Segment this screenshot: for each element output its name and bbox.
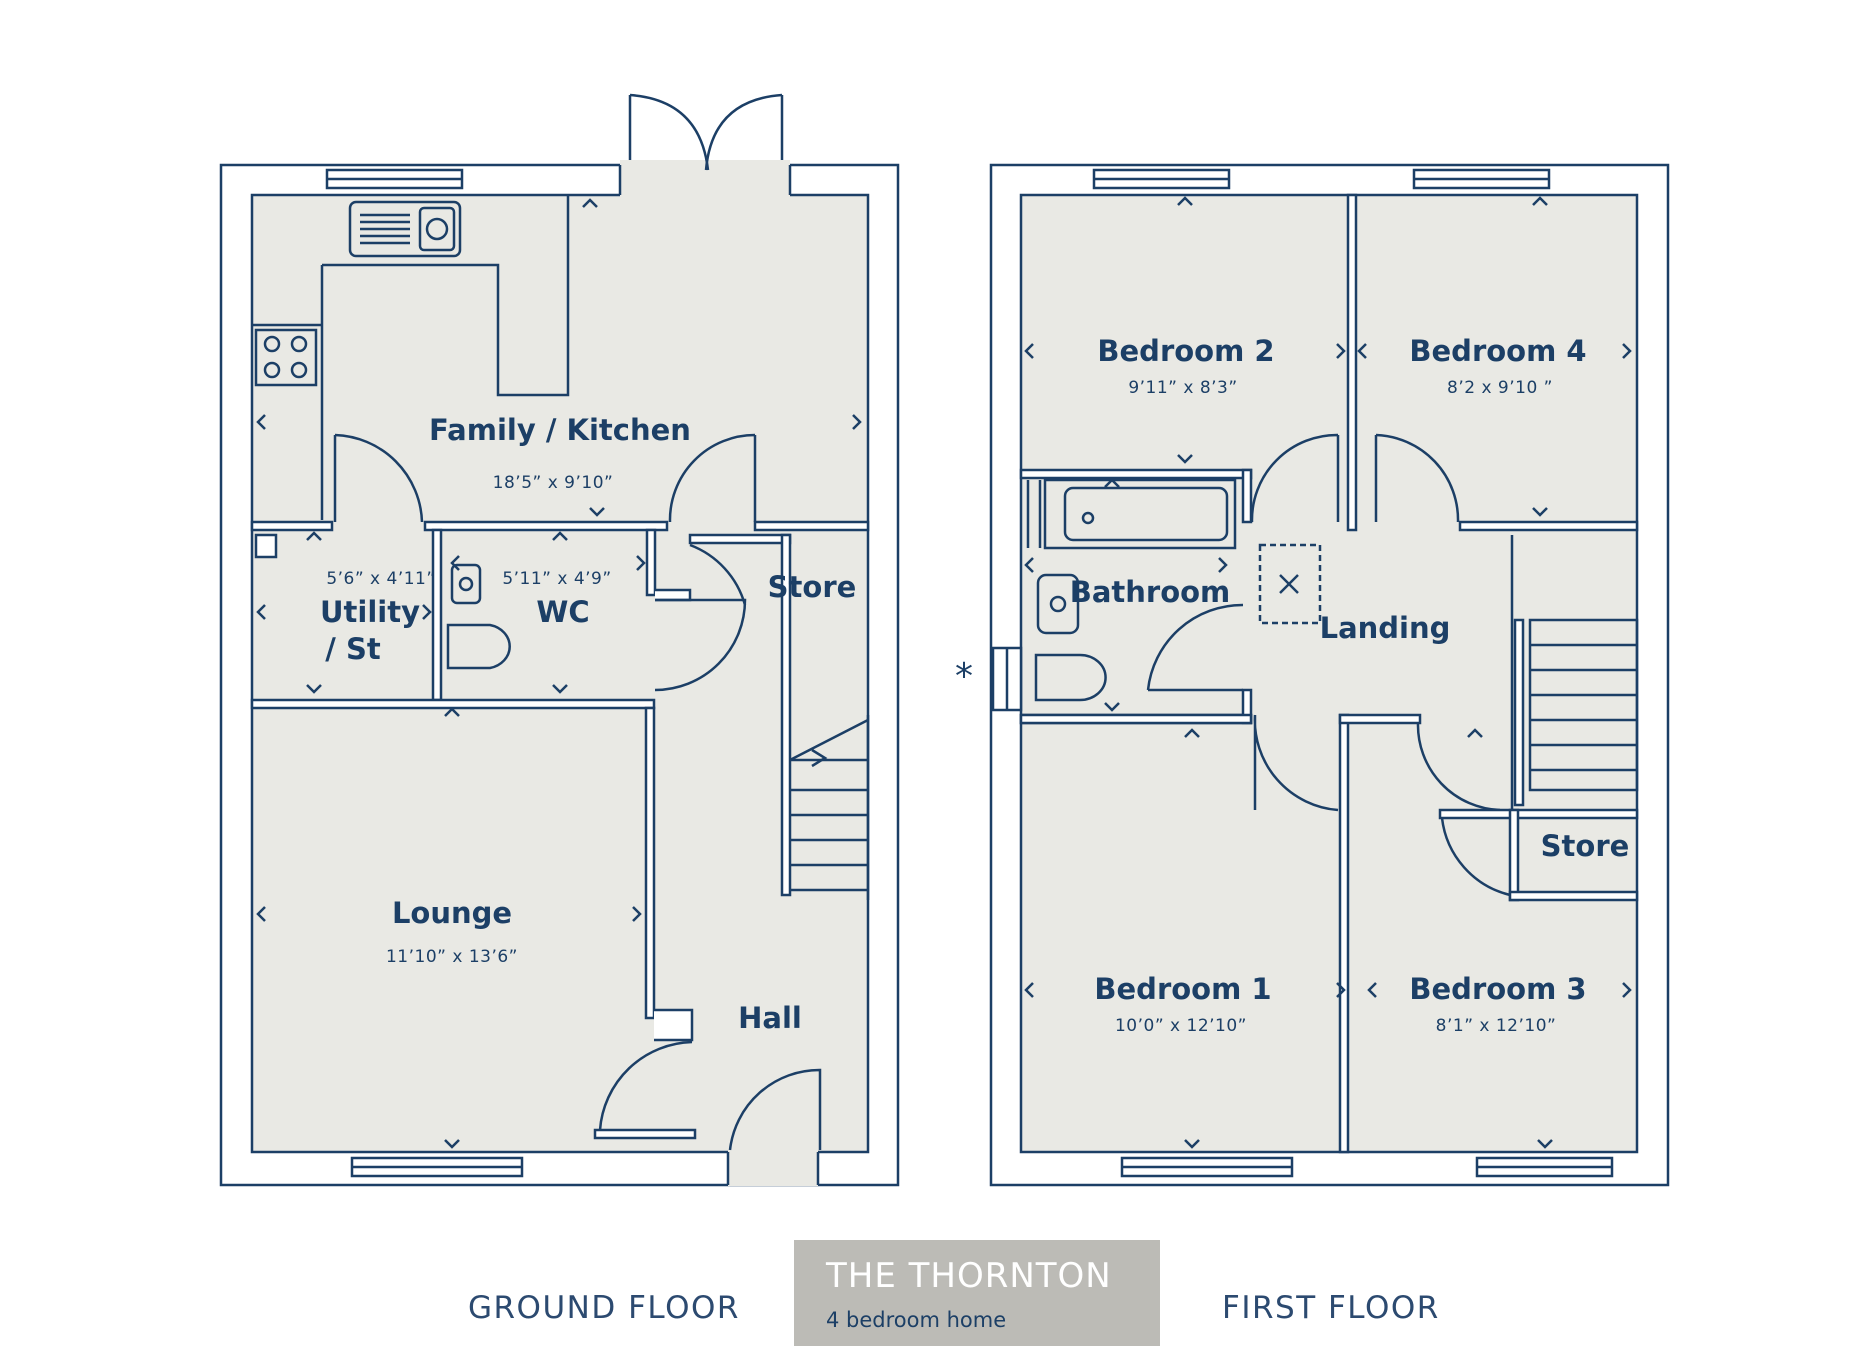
wc-size: 5’11” x 4’9” <box>502 569 611 589</box>
bedroom1-label: Bedroom 1 <box>1094 972 1271 1006</box>
first-floor-label: FIRST FLOOR <box>1222 1290 1440 1326</box>
wc-label: WC <box>536 595 589 629</box>
asterisk-note-marker: * <box>955 656 973 697</box>
bathroom-label: Bathroom <box>1070 575 1231 609</box>
bedroom2-label: Bedroom 2 <box>1097 334 1274 368</box>
first-floor-area <box>1019 193 1639 1154</box>
house-subtitle: 4 bedroom home <box>826 1308 1007 1332</box>
hall-label: Hall <box>738 1001 802 1035</box>
bedroom3-size: 8’1” x 12’10” <box>1436 1016 1557 1036</box>
utility-label-line1: Utility <box>320 595 420 629</box>
bedroom1-size: 10’0” x 12’10” <box>1115 1016 1247 1036</box>
house-name: THE THORNTON <box>826 1256 1112 1296</box>
bedroom4-size: 8’2 x 9’10 ” <box>1447 378 1553 398</box>
house-title-box: THE THORNTON 4 bedroom home <box>794 1240 1160 1346</box>
bath <box>1043 478 1237 550</box>
bedroom3-label: Bedroom 3 <box>1409 972 1586 1006</box>
first-floor-plan <box>989 163 1670 1187</box>
lounge-size: 11’10” x 13’6” <box>386 947 518 967</box>
wc-toilet <box>446 623 511 670</box>
utility-size: 5’6” x 4’11” <box>326 569 435 589</box>
hob <box>254 328 318 387</box>
first-stairs <box>1510 535 1639 810</box>
family-kitchen-label: Family / Kitchen <box>429 413 691 447</box>
landing-label: Landing <box>1320 611 1451 645</box>
ground-stairs <box>789 715 870 900</box>
ground-floor-plan <box>219 93 900 1187</box>
first-store-label: Store <box>1541 829 1630 863</box>
ground-store-label: Store <box>768 570 857 604</box>
ground-floor-area <box>250 193 870 1154</box>
ground-floor-label: GROUND FLOOR <box>468 1290 740 1326</box>
patio-door-right <box>704 93 783 171</box>
utility-label-line2: / St <box>325 632 381 666</box>
family-kitchen-size: 18’5” x 9’10” <box>493 473 614 493</box>
lounge-label: Lounge <box>392 896 512 930</box>
loft-hatch <box>1258 543 1322 625</box>
patio-door-left <box>629 93 710 171</box>
bedroom4-label: Bedroom 4 <box>1409 334 1586 368</box>
wc-basin <box>450 563 482 605</box>
bath-basin <box>1036 573 1080 635</box>
bedroom2-size: 9’11” x 8’3” <box>1128 378 1237 398</box>
